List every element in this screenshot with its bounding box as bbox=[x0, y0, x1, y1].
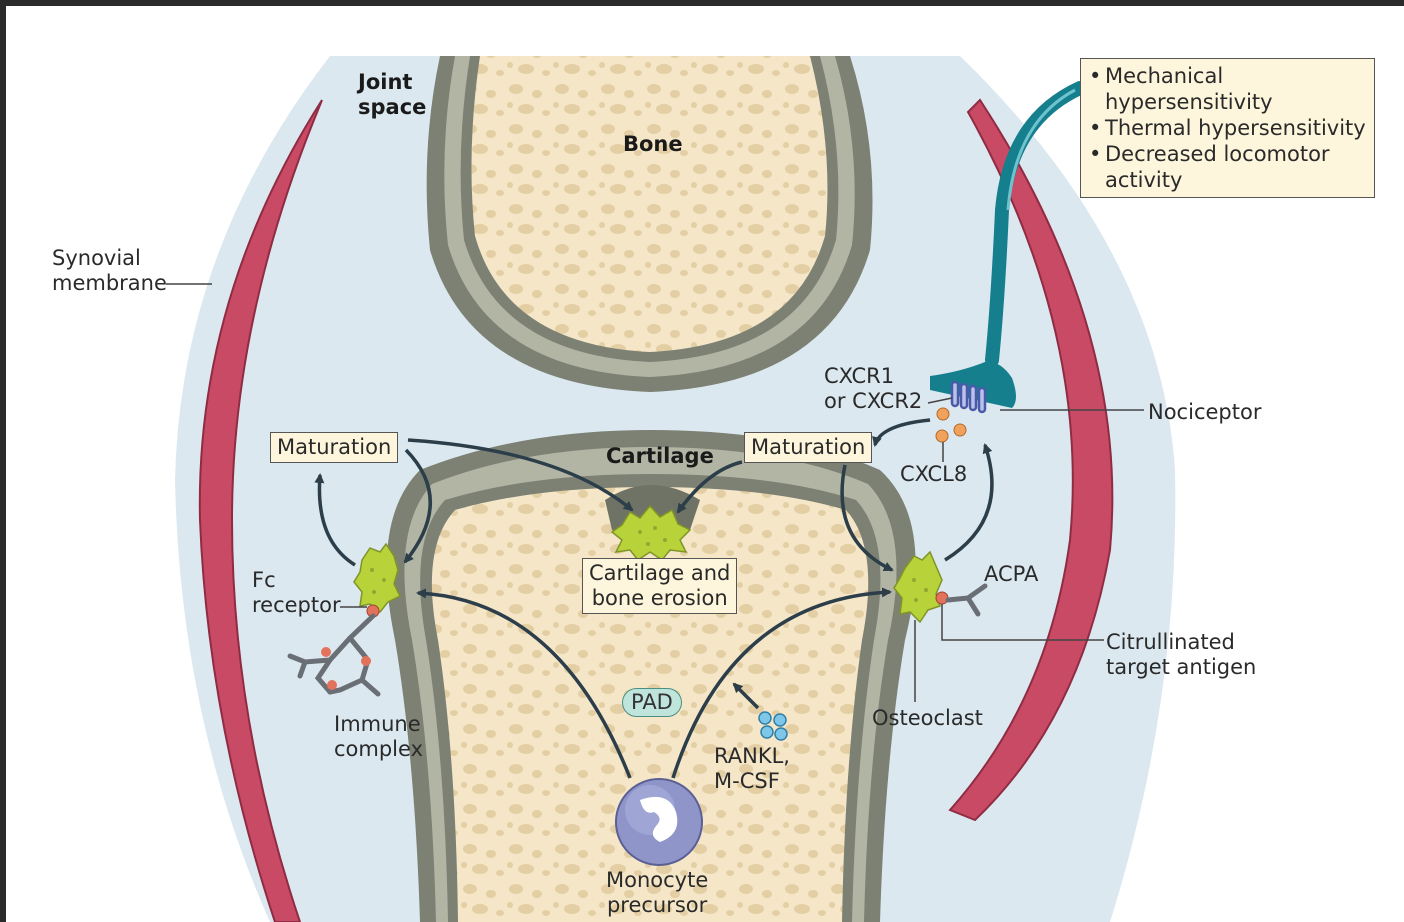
bone-label: Bone bbox=[623, 132, 683, 157]
nociceptor-label: Nociceptor bbox=[1148, 400, 1261, 425]
effect-item: •Decreased locomotor bbox=[1089, 141, 1366, 167]
maturation-left-box: Maturation bbox=[270, 432, 398, 463]
monocyte-precursor-icon bbox=[616, 779, 702, 865]
rankl-mcsf-label: RANKL,M-CSF bbox=[714, 744, 790, 794]
effect-item: •Mechanical bbox=[1089, 63, 1366, 89]
pad-label: PAD bbox=[622, 688, 682, 717]
maturation-right-box: Maturation bbox=[744, 432, 872, 463]
effect-item: •Thermal hypersensitivity bbox=[1089, 115, 1366, 141]
osteoclast-label: Osteoclast bbox=[872, 706, 983, 731]
citrullinated-antigen-dot bbox=[936, 592, 948, 604]
cxcl8-label: CXCL8 bbox=[900, 462, 967, 487]
effect-item-continued: activity bbox=[1089, 167, 1366, 193]
upper-bone-marrow bbox=[471, 56, 827, 352]
cartilage-label: Cartilage bbox=[606, 444, 714, 469]
effect-item-continued: hypersensitivity bbox=[1089, 89, 1366, 115]
acpa-label: ACPA bbox=[984, 562, 1038, 587]
pain-effects-box: •Mechanical hypersensitivity •Thermal hy… bbox=[1080, 58, 1375, 198]
